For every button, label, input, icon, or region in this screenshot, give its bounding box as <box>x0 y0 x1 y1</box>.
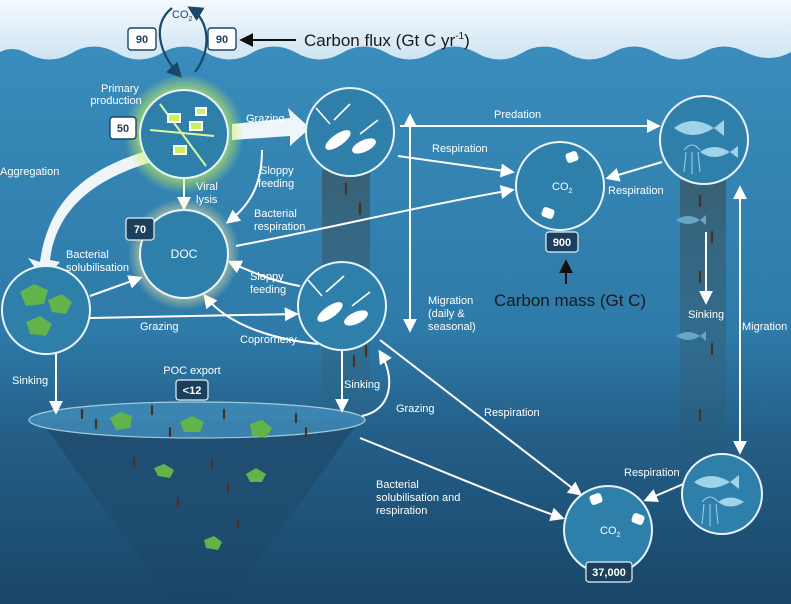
fish-icon <box>674 120 738 158</box>
plume-right <box>680 180 726 460</box>
aggregates-node[interactable] <box>1 265 91 355</box>
co2-deep-node[interactable] <box>563 485 653 575</box>
fish-icon <box>694 475 744 507</box>
primary-production-value: 50 <box>117 123 129 135</box>
label-sloppy-feeding-mid-1: Sloppy <box>250 271 284 283</box>
co2-surface-label: CO2 <box>552 181 573 195</box>
primary-production-label-1: Primary <box>101 83 139 95</box>
label-migration-right: Migration <box>742 321 787 333</box>
zooplankton-icon <box>307 275 371 326</box>
arrow-grazing-top <box>232 108 310 146</box>
label-bact-sol-resp-2: solubilisation and <box>376 492 460 504</box>
zooplankton-icon <box>315 103 379 154</box>
co2-deep-label: CO2 <box>600 525 621 539</box>
flux-out-value: 90 <box>216 34 228 46</box>
aggregate-icon <box>20 284 72 336</box>
label-migration-mid-2: (daily & <box>428 308 465 320</box>
label-bacterial-solubilisation-1: Bacterial <box>66 249 109 261</box>
label-coprorhexy: Coprorhexy <box>240 334 297 346</box>
label-bacterial-respiration-1: Bacterial <box>254 208 297 220</box>
label-bact-sol-resp-3: respiration <box>376 505 427 517</box>
poc-export-value: <12 <box>183 385 202 397</box>
fish-deep-node[interactable] <box>681 453 763 535</box>
arrow-co2-outgassing <box>187 6 208 73</box>
label-viral-lysis-2: lysis <box>196 194 218 206</box>
arrow-co2-uptake <box>158 7 183 79</box>
doc-value: 70 <box>134 224 146 236</box>
label-predation: Predation <box>494 109 541 121</box>
label-respiration-fish: Respiration <box>608 185 664 197</box>
co2-surface-value-box <box>545 231 579 253</box>
primary-production-value-box <box>109 116 137 140</box>
migrating-fish-icons <box>676 215 706 341</box>
label-respiration-low: Respiration <box>484 407 540 419</box>
carbon-flux-legend: Carbon flux (Gt C yr-1) <box>304 31 470 50</box>
doc-node[interactable] <box>139 209 229 299</box>
jellyfish-icon <box>683 144 701 174</box>
atmosphere-co2-label: CO2 <box>172 9 193 23</box>
label-sinking-left: Sinking <box>12 375 48 387</box>
flux-in-value: 90 <box>136 34 148 46</box>
jellyfish-icon <box>701 496 719 526</box>
label-bacterial-respiration-2: respiration <box>254 221 305 233</box>
label-sinking-right: Sinking <box>688 309 724 321</box>
fish-top-node[interactable] <box>659 95 749 185</box>
primary-production-label-2: production <box>90 95 141 107</box>
label-aggregation: Aggregation <box>0 166 59 178</box>
doc-value-box <box>125 217 155 241</box>
aggregate-particles <box>110 412 272 550</box>
label-grazing-low: Grazing <box>396 403 435 415</box>
label-sloppy-feeding-top-2: feeding <box>258 178 294 190</box>
label-grazing-mid: Grazing <box>140 321 179 333</box>
co2-surface-value: 900 <box>553 237 571 249</box>
flux-in-box <box>127 27 157 51</box>
flux-out-box <box>207 27 237 51</box>
label-sinking-mid: Sinking <box>344 379 380 391</box>
poc-export-label: POC export <box>163 365 220 377</box>
zooplankton-top-node[interactable] <box>305 87 395 177</box>
co2-deep-value: 37,000 <box>592 567 626 579</box>
label-sloppy-feeding-mid-2: feeding <box>250 284 286 296</box>
zooplankton-mid-node[interactable] <box>297 261 387 351</box>
sky-waves <box>0 0 791 60</box>
label-migration-mid-1: Migration <box>428 295 473 307</box>
poc-export-value-box <box>175 379 209 401</box>
export-cone <box>40 420 360 600</box>
label-bact-sol-resp-1: Bacterial <box>376 479 419 491</box>
carbon-mass-legend: Carbon mass (Gt C) <box>494 291 646 310</box>
label-migration-mid-3: seasonal) <box>428 321 476 333</box>
fecal-pellets <box>80 182 714 530</box>
label-grazing-top: Grazing <box>246 113 285 125</box>
label-sloppy-feeding-top-1: Sloppy <box>260 165 294 177</box>
phytoplankton-icon <box>149 103 215 167</box>
label-viral-lysis-1: Viral <box>196 181 218 193</box>
label-respiration-deep-fish: Respiration <box>624 467 680 479</box>
co2-deep-value-box <box>585 561 633 583</box>
doc-label: DOC <box>171 247 198 261</box>
label-respiration-zoo: Respiration <box>432 143 488 155</box>
co2-surface-node[interactable] <box>515 141 605 231</box>
primary-production-node[interactable] <box>139 89 229 179</box>
label-bacterial-solubilisation-2: solubilisation <box>66 262 129 274</box>
